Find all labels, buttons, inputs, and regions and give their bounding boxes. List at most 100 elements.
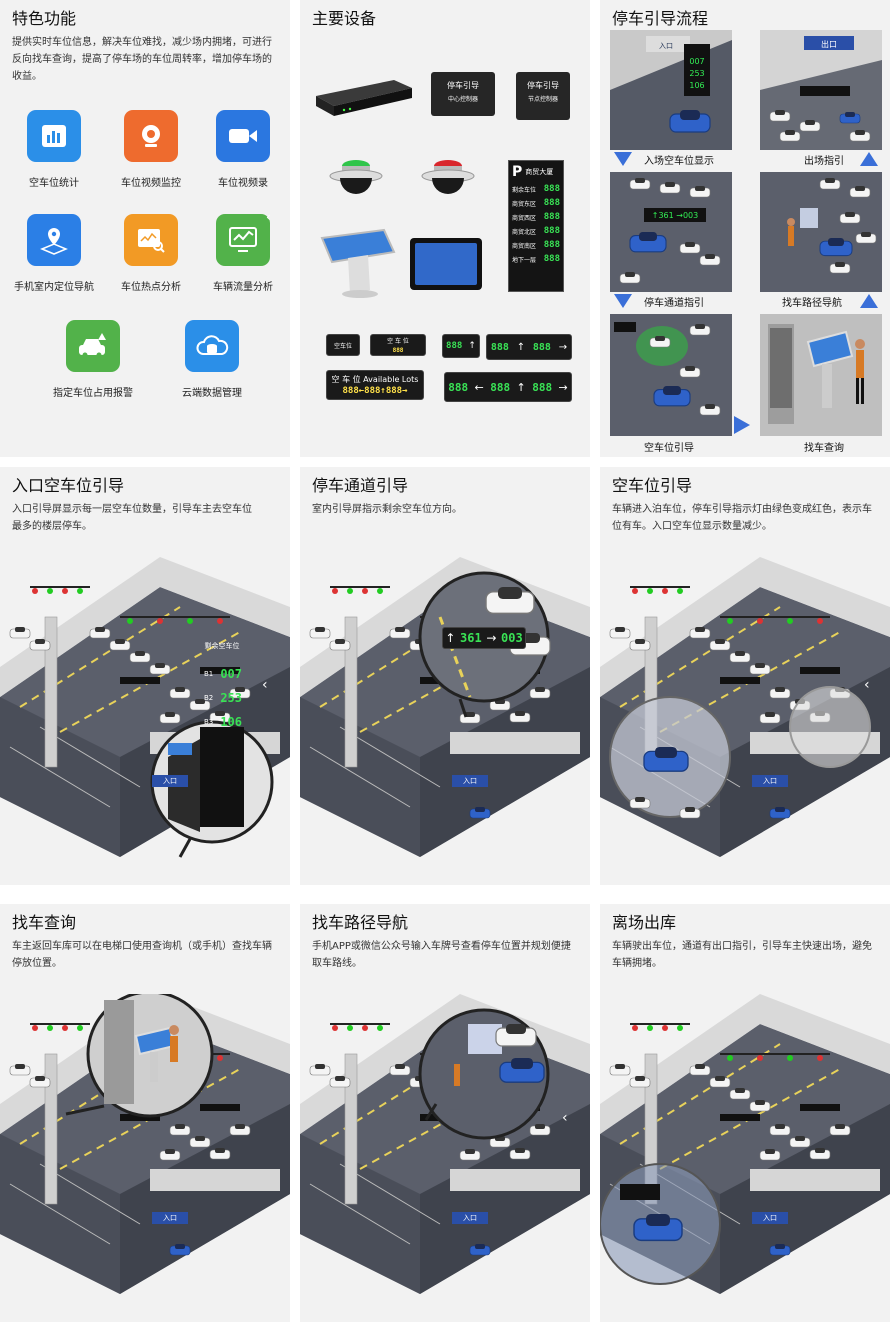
channel-guidance-title: 停车通道引导 [312, 476, 409, 495]
cloud-database-icon [185, 320, 239, 372]
channel-guidance-desc: 室内引导屏指示剩余空车位方向。 [312, 504, 462, 515]
thumb-channel-values: ↑361 →003 [652, 211, 699, 220]
scene-entrance-sign: 入口 [452, 775, 488, 787]
entry-sign-header: 剩余空车位 [204, 642, 240, 650]
feature-indoor-nav[interactable]: 手机室内定位导航 [9, 214, 99, 293]
flow-title: 停车引导流程 [612, 9, 709, 28]
thumb-entrance-label: 入口 [659, 42, 673, 50]
features-title: 特色功能 [12, 9, 77, 28]
left-arrow-icon: ← [474, 380, 484, 394]
hotspot-analysis-icon [124, 214, 178, 266]
flow-thumb-route[interactable] [760, 172, 882, 292]
up-arrow-icon: ↑ [445, 631, 456, 645]
channel-guidance-panel: 停车通道引导 室内引导屏指示剩余空车位方向。 ↑361→003 入口 [300, 467, 590, 885]
car-search-panel: 找车查询 车主返回车库可以在电梯口使用查询机（或手机）查找车辆停放位置。 入口 [0, 904, 290, 1322]
arrow-right-icon [734, 416, 750, 434]
feature-cloud[interactable]: 云端数据管理 [167, 320, 257, 399]
totem-value: 888 [543, 184, 560, 194]
garage-scene [600, 557, 890, 877]
feature-hotspot[interactable]: 车位热点分析 [106, 214, 196, 293]
arrow-down-icon [614, 152, 632, 166]
flow-step-caption: 找车查询 [804, 443, 844, 454]
thumb-sign-value: 007 [689, 57, 704, 66]
garage-scene [300, 994, 590, 1314]
flow-step-caption: 找车路径导航 [782, 298, 842, 309]
channel-sign: ↑361→003 [442, 627, 526, 649]
video-camera-icon [216, 110, 270, 162]
flow-thumb-search[interactable] [760, 314, 882, 436]
totem-value: 888 [543, 240, 560, 250]
route-nav-desc: 手机APP或微信公众号输入车牌号查看停车位置并规划便捷取车路线。 [312, 941, 571, 969]
route-nav-panel: 找车路径导航 手机APP或微信公众号输入车牌号查看停车位置并规划便捷取车路线。 … [300, 904, 590, 1322]
totem-value: 888 [543, 254, 560, 264]
flow-thumb-exit[interactable]: 出口 [760, 30, 882, 150]
scene-entrance-sign: 入口 [152, 775, 188, 787]
sign-double-arrow: 888↑888→ [486, 334, 572, 360]
feature-label: 车辆流量分析 [213, 282, 273, 293]
sign-small-1: 空车位 [326, 334, 360, 356]
exit-title: 离场出库 [612, 913, 677, 932]
collapse-arrow-icon[interactable]: ‹ [864, 677, 870, 693]
right-arrow-icon: → [558, 380, 568, 394]
arrow-up-icon [860, 294, 878, 308]
feature-label: 车位视频录 [218, 178, 268, 189]
feature-label: 车位视频监控 [121, 178, 181, 189]
feature-video-record[interactable]: 车位视频录 [198, 110, 288, 189]
flow-thumb-entrance[interactable]: 007 253 106 入口 [610, 30, 732, 150]
sign-value: 888←888↑888→ [342, 386, 408, 397]
flow-step-caption: 入场空车位显示 [644, 156, 714, 167]
feature-video-monitor[interactable]: 车位视频监控 [106, 110, 196, 189]
flow-step-caption: 空车位引导 [644, 443, 694, 454]
wall-display-image [410, 238, 482, 290]
up-arrow-icon: ↑ [516, 341, 526, 353]
features-panel: 特色功能 提供实时车位信息，解决车位难找，减少场内拥堵，可进行反向找车查询，提高… [0, 0, 290, 457]
arrow-down-icon [614, 294, 632, 308]
bar-chart-icon [27, 110, 81, 162]
green-indicator-camera-image [329, 160, 383, 194]
features-desc: 提供实时车位信息，解决车位难找，减少场内拥堵，可进行反向找车查询，提高了停车场的… [12, 37, 272, 82]
up-arrow-icon: ↑ [468, 341, 476, 351]
collapse-arrow-icon[interactable]: ‹ [562, 1110, 568, 1126]
collapse-arrow-icon[interactable]: ‹ [262, 677, 268, 693]
feature-label: 空车位统计 [29, 178, 79, 189]
node-controller-image: 停车引导 节点控制器 [516, 72, 570, 120]
scene-entrance-sign: 入口 [152, 1212, 188, 1224]
scene-entrance-sign: 入口 [752, 775, 788, 787]
flow-thumb-channel[interactable]: ↑361 →003 [610, 172, 732, 292]
parking-p-icon: P [512, 164, 523, 180]
collapse-arrow-icon[interactable]: ‹ [266, 210, 271, 224]
garage-scene [0, 557, 290, 877]
equipment-title: 主要设备 [312, 9, 377, 28]
feature-label: 云端数据管理 [182, 388, 242, 399]
flow-step-caption: 出场指引 [804, 156, 844, 167]
flow-panel: 停车引导流程 007 253 106 入口 出口 入场空车位显示 出场指引 [600, 0, 890, 457]
flow-thumb-space[interactable] [610, 314, 732, 436]
entry-guidance-title: 入口空车位引导 [12, 476, 125, 495]
scene-entrance-sign: 入口 [452, 1212, 488, 1224]
entry-guidance-desc: 入口引导屏显示每一层空车位数量，引导车主去空车位最多的楼层停车。 [12, 504, 252, 532]
sign-triple-arrow: 888←888↑888→ [444, 372, 572, 402]
car-alert-icon [66, 320, 120, 372]
garage-scene [0, 994, 290, 1314]
thumb-sign-value: 106 [689, 81, 704, 90]
feature-vacancy-stats[interactable]: 空车位统计 [9, 110, 99, 189]
feature-label: 车位热点分析 [121, 282, 181, 293]
thumb-sign-value: 253 [689, 69, 704, 78]
right-arrow-icon: → [558, 341, 568, 353]
garage-scene [600, 994, 890, 1314]
route-nav-title: 找车路径导航 [312, 913, 409, 932]
arrow-up-icon [860, 152, 878, 166]
feature-space-alarm[interactable]: 指定车位占用报警 [48, 320, 138, 399]
space-guidance-panel: 空车位引导 车辆进入泊车位，停车引导指示灯由绿色变成红色，表示车位有车。入口空车… [600, 467, 890, 885]
space-guidance-title: 空车位引导 [612, 476, 693, 495]
sign-arrow-small: 888↑ [442, 334, 480, 358]
feature-traffic[interactable]: 车辆流量分析 [198, 214, 288, 293]
